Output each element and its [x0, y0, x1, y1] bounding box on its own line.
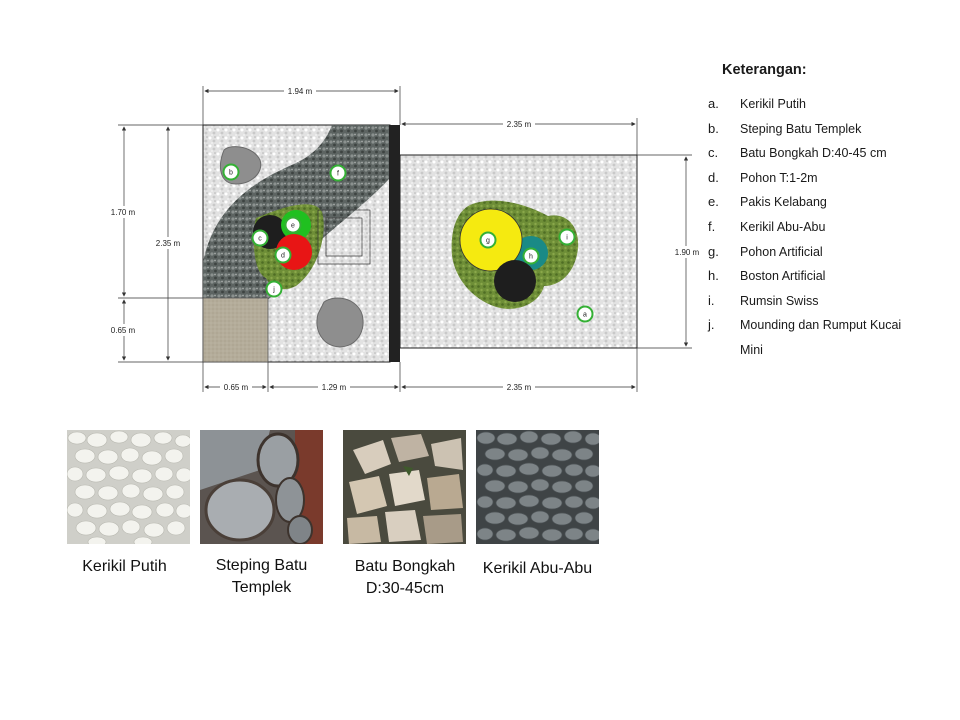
svg-text:d: d — [281, 253, 285, 260]
dim-left-total: 2.35 m — [156, 239, 181, 248]
legend-item: h. Boston Artificial — [708, 264, 908, 289]
marker-i: i — [558, 228, 576, 246]
legend-item: f. Kerikil Abu-Abu — [708, 215, 908, 240]
caption-line: Templek — [231, 579, 292, 596]
marker-c: c — [251, 229, 269, 247]
legend-letter: a. — [708, 96, 719, 111]
legend-item: j. Mounding dan Rumput Kucai Mini — [708, 313, 908, 362]
dim-top-right: 2.35 m — [507, 120, 532, 129]
legend-letter: h. — [708, 268, 719, 284]
svg-text:a: a — [583, 312, 587, 319]
svg-text:c: c — [258, 236, 262, 243]
fountain-inner-outline — [325, 217, 363, 257]
dim-bottom-a: 0.65 m — [224, 383, 249, 392]
legend-letter: e. — [708, 194, 719, 210]
legend-title: Keterangan: — [722, 62, 807, 78]
legend-text: Boston Artificial — [740, 269, 826, 284]
svg-text:j: j — [272, 287, 275, 294]
legend-text: Rumsin Swiss — [740, 293, 819, 308]
stepping-stones-photo — [200, 430, 323, 544]
marker-e: e — [284, 216, 302, 234]
legend-text: Pohon T:1-2m — [740, 170, 818, 185]
legend-letter: f. — [708, 218, 716, 234]
legend-text: Steping Batu Templek — [740, 121, 862, 136]
marker-h: h — [522, 247, 540, 265]
white-pebbles-photo — [67, 430, 190, 544]
marker-j: j — [265, 280, 283, 298]
caption-line: Kerikil Abu-Abu — [482, 560, 593, 577]
legend-text: Pakis Kelabang — [740, 195, 827, 210]
legend-text: Pohon Artificial — [740, 244, 823, 259]
legend-letter: d. — [708, 169, 719, 185]
caption-kerikil-abu: Kerikil Abu-Abu — [470, 558, 605, 580]
legend-text: Batu Bongkah D:40-45 cm — [740, 146, 887, 161]
marker-f: f — [329, 164, 347, 182]
boulders-photo — [343, 430, 466, 544]
dark-tree-right — [494, 260, 536, 302]
caption-batu-bongkah: Batu Bongkah D:30-45cm — [340, 556, 470, 600]
right-garden — [399, 154, 638, 349]
legend-letter: b. — [708, 120, 719, 136]
svg-text:g: g — [486, 238, 490, 245]
dim-bottom-b: 1.29 m — [322, 383, 347, 392]
svg-text:f: f — [337, 171, 339, 178]
dim-top-left: 1.94 m — [288, 87, 313, 96]
grey-pebbles-photo — [476, 430, 599, 544]
marker-b: b — [222, 163, 240, 181]
site-plan: a b c d e f g h — [106, 86, 700, 392]
legend-item: d. Pohon T:1-2m — [708, 166, 908, 191]
caption-kerikil-putih: Kerikil Putih — [62, 556, 187, 578]
dim-left-a: 1.70 m — [111, 208, 136, 217]
marker-g: g — [479, 231, 497, 249]
legend-item: c. Batu Bongkah D:40-45 cm — [708, 141, 908, 166]
legend-text: Mounding dan Rumput Kucai Mini — [740, 318, 902, 357]
marker-a: a — [576, 305, 594, 323]
legend-item: e. Pakis Kelabang — [708, 190, 908, 215]
svg-text:e: e — [291, 223, 295, 230]
caption-line: D:30-45cm — [365, 580, 445, 597]
legend-item: g. Pohon Artificial — [708, 240, 908, 265]
dim-left-b: 0.65 m — [111, 326, 136, 335]
legend-letter: c. — [708, 145, 719, 161]
legend-item: b. Steping Batu Templek — [708, 117, 908, 142]
dim-bottom-c: 2.35 m — [507, 383, 532, 392]
stepping-stone-area — [202, 297, 269, 363]
legend-item: a. Kerikil Putih — [708, 92, 908, 117]
plan-markers: a b c d e f g h — [222, 163, 594, 323]
boulder-bottom — [316, 297, 364, 348]
caption-line: Batu Bongkah — [354, 558, 456, 575]
legend-letter: i. — [708, 292, 715, 308]
left-garden — [202, 124, 400, 363]
caption-line: Kerikil Putih — [82, 558, 167, 575]
wall — [389, 125, 400, 362]
legend: Keterangan: a. Kerikil Putih b. Steping Ba… — [708, 62, 908, 363]
fountain-outline — [317, 209, 371, 265]
svg-text:i: i — [566, 235, 568, 242]
legend-letter: j. — [708, 317, 715, 333]
dim-right: 1.90 m — [675, 248, 700, 257]
caption-line: Steping Batu — [215, 557, 308, 574]
dimension-labels: 1.94 m 2.35 m 1.70 m 0.65 m 2.35 m 1.90 … — [106, 86, 700, 392]
legend-text: Kerikil Putih — [740, 97, 806, 111]
caption-steping-batu: Steping Batu Templek — [200, 555, 323, 599]
legend-letter: g. — [708, 243, 719, 259]
svg-text:h: h — [529, 254, 533, 261]
svg-text:b: b — [229, 170, 233, 177]
marker-d: d — [274, 246, 292, 264]
legend-item: i. Rumsin Swiss — [708, 289, 908, 314]
legend-text: Kerikil Abu-Abu — [740, 219, 826, 234]
